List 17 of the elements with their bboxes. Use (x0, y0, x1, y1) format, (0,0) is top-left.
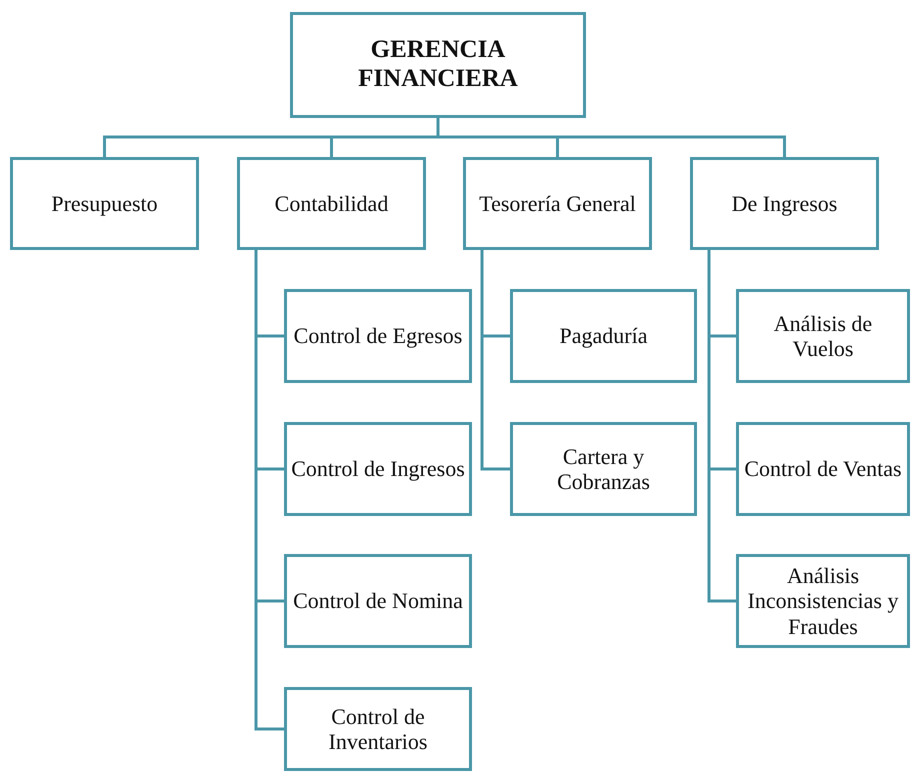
unit-box: Presupuesto (10, 157, 199, 250)
unit-box: Pagaduría (510, 289, 697, 383)
unit-box: Control de Ingresos (284, 422, 472, 516)
unit-box: Control de Egresos (284, 289, 472, 383)
unit-box: Tesorería General (463, 157, 652, 250)
unit-box: Cartera y Cobranzas (510, 422, 697, 516)
unit-box: Control de Nomina (284, 554, 472, 648)
connector-line (436, 118, 786, 157)
connector-line (708, 250, 736, 602)
unit-box: Análisis Inconsistencias y Fraudes (736, 554, 910, 648)
unit-box: De Ingresos (690, 157, 879, 250)
unit-box: Contabilidad (237, 157, 426, 250)
unit-box: Control de Ventas (736, 422, 910, 516)
unit-box: Control de Inventarios (284, 687, 472, 771)
department-box: GERENCIA FINANCIERA (290, 12, 586, 118)
connector-line (480, 250, 510, 470)
unit-box: Análisis de Vuelos (736, 289, 910, 383)
